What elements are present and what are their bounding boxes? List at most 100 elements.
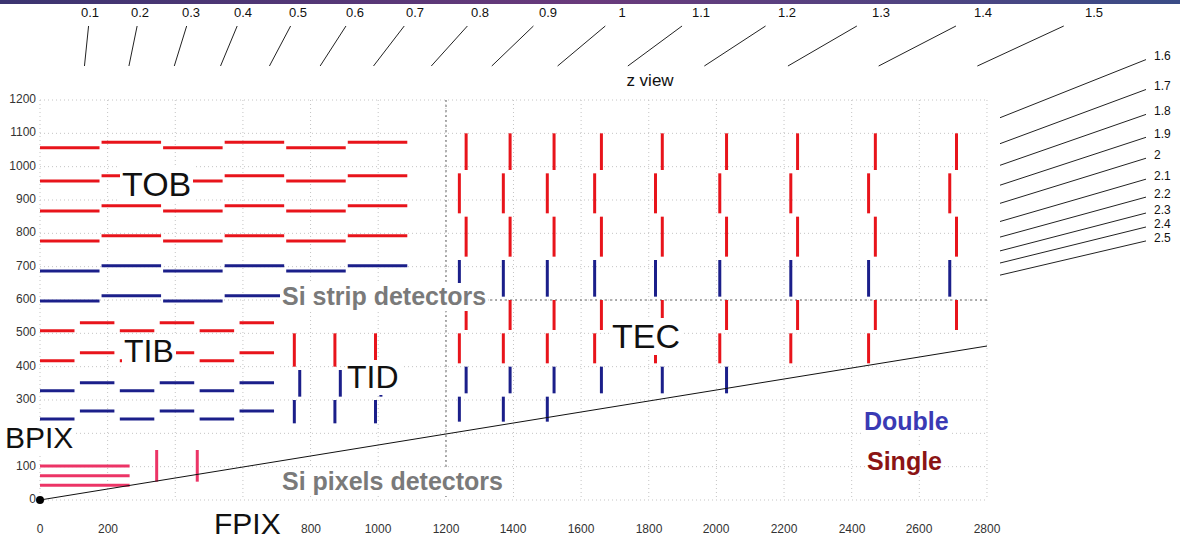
eta-tick — [1000, 158, 1146, 203]
grid-line — [242, 100, 243, 500]
detector-module — [200, 389, 234, 392]
detector-module — [40, 484, 130, 487]
detector-module — [874, 217, 877, 257]
axis-tick: 400 — [16, 360, 36, 373]
detector-module — [200, 359, 234, 362]
detector-module — [240, 321, 274, 324]
detector-module — [948, 260, 951, 297]
grid-line — [40, 100, 987, 101]
eta-value: 1.2 — [778, 6, 796, 20]
eta-value: 1.4 — [974, 6, 992, 20]
acceptance-line — [40, 346, 987, 500]
eta-value: 1.1 — [692, 6, 710, 20]
detector-module — [458, 173, 461, 213]
detector-module — [80, 351, 114, 354]
detector-module — [225, 294, 285, 297]
detector-module — [502, 397, 505, 422]
detector-module — [509, 133, 512, 170]
detector-module — [725, 300, 728, 330]
axis-tick: 2800 — [974, 523, 1001, 536]
detector-module — [286, 180, 346, 183]
detector-module — [718, 260, 721, 297]
detector-module — [163, 300, 223, 303]
detector-module — [200, 418, 234, 421]
grid-line — [107, 100, 108, 500]
grid-line — [40, 299, 987, 300]
axis-tick: 500 — [16, 326, 36, 339]
eta-value: 1.9 — [1154, 128, 1171, 141]
region-label: Si strip detectors — [280, 283, 488, 311]
eta-value: 2 — [1154, 149, 1161, 162]
detector-module — [40, 270, 100, 273]
grid-line — [40, 333, 987, 334]
detector-module — [465, 133, 468, 170]
detector-module — [163, 146, 223, 149]
axis-tick: 1000 — [365, 523, 392, 536]
detector-module — [553, 367, 556, 394]
detector-module — [458, 397, 461, 422]
detector-module — [102, 264, 162, 267]
detector-module — [348, 234, 408, 237]
detector-module — [874, 300, 877, 330]
detector-module — [348, 141, 408, 144]
detector-module — [553, 300, 556, 330]
eta-tick — [84, 26, 88, 66]
eta-value: 0.2 — [131, 6, 149, 20]
axis-tick: 1200 — [433, 523, 460, 536]
detector-module — [160, 321, 194, 324]
eta-value: 1.5 — [1085, 6, 1103, 20]
eta-value: 0.1 — [81, 6, 99, 20]
grid-line — [40, 433, 987, 434]
eta-tick — [1000, 89, 1146, 143]
grid-line — [40, 366, 987, 367]
detector-module — [458, 333, 461, 363]
detector-module — [40, 300, 100, 303]
axis-tick: 1400 — [500, 523, 527, 536]
eta-value: 1.6 — [1154, 50, 1171, 63]
radius-line — [410, 300, 987, 301]
axis-tick: 1600 — [568, 523, 595, 536]
eta-tick — [174, 26, 186, 66]
eta-value: 0.4 — [234, 6, 252, 20]
detector-module — [789, 260, 792, 297]
eta-tick — [492, 26, 534, 66]
detector-module — [874, 133, 877, 170]
axis-tick: 2600 — [906, 523, 933, 536]
axis-tick: 800 — [16, 226, 36, 239]
detector-module — [333, 333, 336, 366]
detector-module — [80, 410, 114, 413]
detector-module — [293, 400, 296, 423]
detector-module — [553, 133, 556, 170]
subdetector-name: TEC — [610, 318, 682, 355]
grid-line — [40, 399, 987, 400]
axis-tick: 100 — [16, 460, 36, 473]
detector-module — [163, 210, 223, 213]
eta-value: 2.3 — [1154, 204, 1171, 217]
eta-tick — [1000, 114, 1146, 165]
detector-module — [163, 270, 223, 273]
detector-module — [225, 141, 285, 144]
eta-value: 1 — [618, 6, 625, 20]
axis-tick: 200 — [98, 523, 118, 536]
interaction-point — [36, 496, 44, 504]
eta-value: 1.7 — [1154, 80, 1171, 93]
axis-tick: 1000 — [9, 160, 36, 173]
detector-module — [374, 400, 377, 423]
detector-module — [867, 173, 870, 213]
detector-module — [796, 133, 799, 170]
detector-module — [718, 173, 721, 213]
detector-module — [725, 133, 728, 170]
detector-module — [339, 370, 342, 397]
grid-line — [40, 466, 987, 467]
subdetector-name: TID — [345, 360, 401, 395]
detector-module — [40, 240, 100, 243]
legend-text: Single — [865, 448, 944, 476]
eta-value: 0.9 — [539, 6, 557, 20]
detector-module — [600, 133, 603, 170]
eta-tick — [977, 26, 1063, 66]
axis-tick: 1200 — [9, 93, 36, 106]
axis-tick: 2200 — [771, 523, 798, 536]
detector-module — [789, 333, 792, 363]
detector-module — [796, 217, 799, 257]
